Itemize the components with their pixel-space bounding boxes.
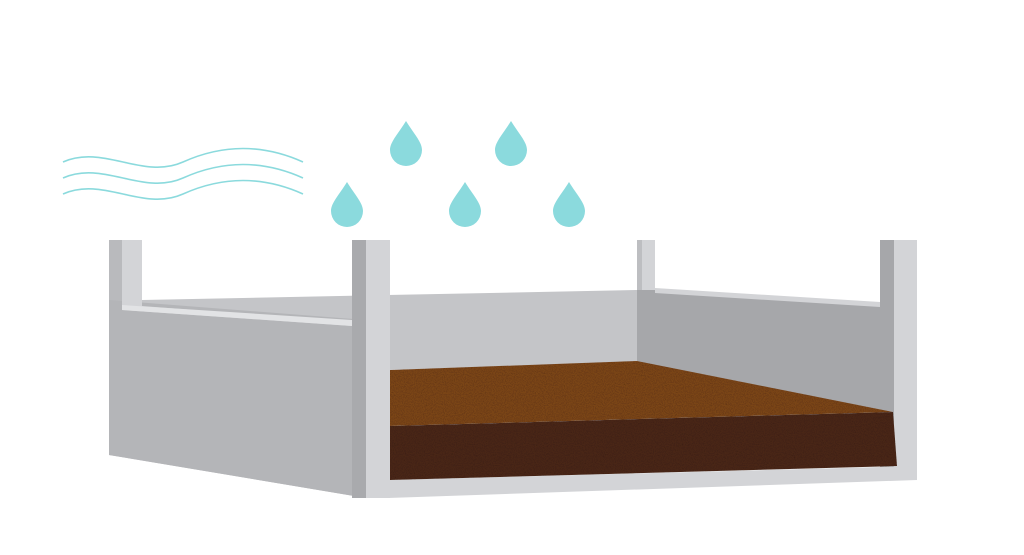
topsoil-layer [390, 361, 893, 426]
wind-line [62, 163, 304, 184]
subsoil-layer [390, 412, 897, 480]
raised-bed-icon [109, 240, 917, 498]
wind-line [62, 147, 304, 168]
left-wall-top [122, 305, 352, 326]
floor-strip [388, 466, 917, 498]
water-drop-icon [495, 121, 527, 166]
right-inner-wall-shade [637, 290, 893, 412]
back-pillar-shade [637, 240, 642, 290]
wind-icon [62, 147, 304, 200]
right-pillar-light [894, 240, 917, 480]
wind-line [62, 179, 304, 200]
left-outer-wall-face [109, 300, 366, 498]
front-pillar-light [366, 240, 390, 498]
front-pillar [352, 240, 366, 498]
water-drop-icon [390, 121, 422, 166]
right-wall-ledge [655, 288, 880, 307]
rain-drops [331, 121, 585, 227]
water-drop-icon [449, 182, 481, 227]
water-drop-icon [553, 182, 585, 227]
water-drop-icon [331, 182, 363, 227]
